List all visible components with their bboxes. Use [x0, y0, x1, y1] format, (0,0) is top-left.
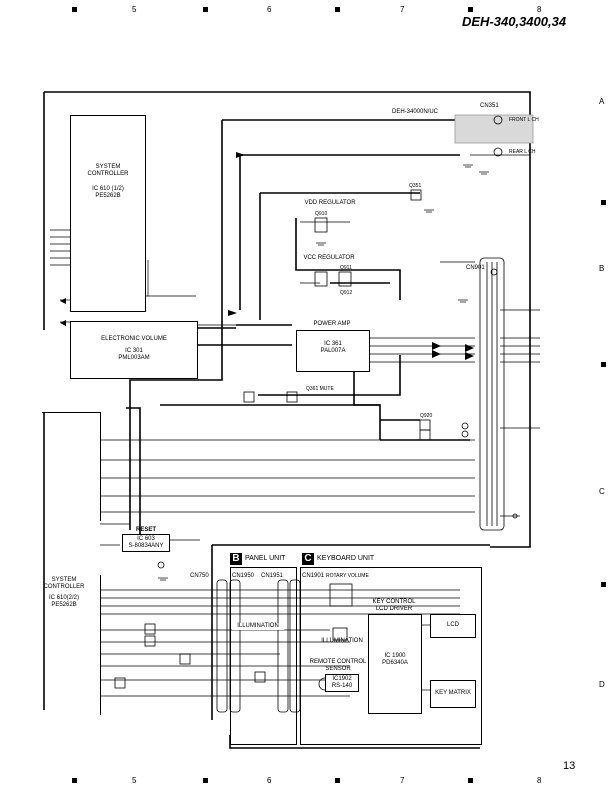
- row-marker-c: C: [599, 487, 605, 496]
- reset-title: RESET: [135, 527, 156, 533]
- power-amp-ref: IC 361: [324, 341, 342, 347]
- illumination-c-title: ILLUMINATION: [321, 638, 363, 644]
- electronic-volume-part: PML003AM: [118, 355, 150, 361]
- panel-unit-title: PANEL UNIT: [245, 555, 286, 562]
- q361-mute-label: Q361 MUTE: [306, 386, 334, 392]
- remote-sensor-ref: IC1902: [332, 676, 352, 682]
- cn1951-label: CN1951: [261, 573, 284, 579]
- page-header: 5 6 7 8 DEH-340,3400,34: [0, 0, 612, 30]
- system-controller-1-part: PE5262B: [95, 193, 121, 199]
- key-matrix-title: KEY MATRIX: [435, 690, 471, 696]
- row-marker-b: B: [599, 264, 605, 273]
- column-tick: [335, 778, 340, 783]
- cn1950-label: CN1950: [232, 573, 255, 579]
- cn901-label: CN901: [466, 265, 485, 271]
- remote-sensor-block: IC1902 RS-140: [325, 674, 359, 692]
- row-tick: [601, 362, 606, 367]
- power-amp-title: POWER AMP: [313, 321, 351, 327]
- power-amp-block: IC 361 PAL007A: [296, 330, 370, 372]
- column-marker-6: 6: [267, 5, 272, 14]
- reset-part: S-80834ANY: [128, 543, 164, 549]
- vcc-regulator-title: VCC REGULATOR: [303, 255, 355, 261]
- column-marker-8-bottom: 8: [537, 776, 542, 785]
- reset-ref: IC 603: [137, 536, 155, 542]
- column-tick: [468, 778, 473, 783]
- key-control-title: KEY CONTROL LCD DRIVER: [372, 599, 416, 612]
- q351-label: Q351: [409, 183, 422, 189]
- column-marker-5-bottom: 5: [132, 776, 137, 785]
- electronic-volume-block: ELECTRONIC VOLUME IC 301 PML003AM: [70, 321, 198, 379]
- remote-sensor-part: RS-140: [331, 683, 353, 689]
- vdd-regulator-title: VDD REGULATOR: [304, 200, 356, 206]
- column-marker-7: 7: [400, 5, 405, 14]
- column-marker-6-bottom: 6: [267, 776, 272, 785]
- column-marker-7-bottom: 7: [400, 776, 405, 785]
- column-tick: [335, 7, 340, 12]
- system-controller-2-part: PE5262B: [51, 602, 77, 608]
- q910-label: Q910: [315, 211, 328, 217]
- system-controller-1-block: SYSTEM CONTROLLER IC 610 (1/2) PE5262B: [70, 115, 146, 312]
- column-tick: [72, 778, 77, 783]
- q912-label: Q912: [340, 290, 353, 296]
- row-tick: [601, 200, 606, 205]
- column-marker-8: 8: [537, 5, 542, 14]
- rear-lch-label: REAR L CH: [509, 149, 536, 155]
- rotary-volume-label: ROTARY VOLUME: [326, 573, 369, 579]
- electronic-volume-title: ELECTRONIC VOLUME: [101, 336, 167, 342]
- system-controller-1-ref: IC 610 (1/2): [92, 186, 124, 192]
- panel-unit-badge: B: [230, 553, 242, 565]
- keyboard-unit-frame: [300, 567, 482, 745]
- reset-block: IC 603 S-80834ANY: [122, 534, 170, 552]
- cn351-label: CN351: [480, 103, 499, 109]
- column-tick: [203, 778, 208, 783]
- q920-label: Q920: [420, 413, 433, 419]
- power-amp-part: PAL007A: [320, 348, 346, 354]
- system-controller-2-title: SYSTEM CONTROLLER: [43, 577, 85, 590]
- q911-label: Q911: [340, 265, 352, 271]
- illumination-b-title: ILLUMINATION: [232, 623, 284, 630]
- row-marker-d: D: [599, 680, 605, 689]
- cn1901-label: CN1901: [302, 573, 325, 579]
- variant-label: DEH-34000N/UC: [392, 109, 439, 115]
- remote-sensor-title: REMOTE CONTROL SENSOR: [309, 659, 367, 672]
- lcd-block: LCD: [430, 614, 476, 638]
- system-controller-1-title: SYSTEM CONTROLLER: [87, 164, 129, 177]
- panel-unit-frame: [230, 567, 297, 745]
- page-number: 13: [563, 760, 576, 772]
- controller-edge: [42, 412, 101, 521]
- column-marker-5: 5: [132, 5, 137, 14]
- model-title: DEH-340,3400,34: [462, 14, 567, 29]
- keyboard-unit-title: KEYBOARD UNIT: [317, 555, 375, 562]
- lcd-title: LCD: [446, 622, 459, 628]
- keyboard-unit-badge: C: [302, 553, 314, 565]
- column-tick: [468, 7, 473, 12]
- column-tick: [203, 7, 208, 12]
- front-lch-label: FRONT L CH: [509, 117, 539, 123]
- row-marker-a: A: [599, 97, 605, 106]
- column-tick: [72, 7, 77, 12]
- system-controller-2-ref: IC 610(2/2): [48, 595, 79, 601]
- key-matrix-block: KEY MATRIX: [430, 680, 476, 708]
- key-control-block: IC 1900 PD6340A: [368, 614, 422, 714]
- electronic-volume-ref: IC 301: [125, 348, 143, 354]
- cn750-label: CN750: [190, 573, 209, 579]
- key-control-ref: IC 1900: [384, 653, 406, 659]
- key-control-part: PD6340A: [382, 660, 408, 666]
- system-controller-2-block: SYSTEM CONTROLLER IC 610(2/2) PE5262B: [42, 575, 101, 715]
- row-tick: [601, 582, 606, 587]
